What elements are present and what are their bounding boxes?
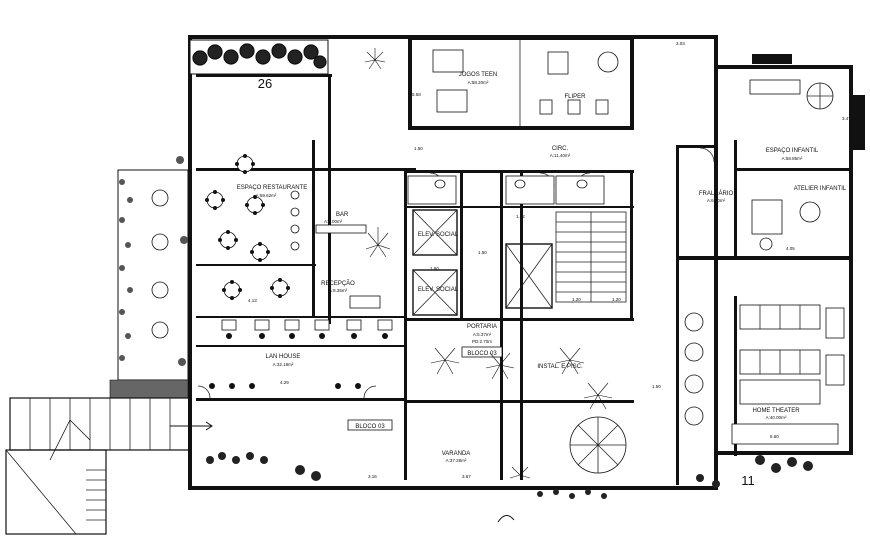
lan-house-label: LAN HOUSE	[266, 354, 301, 360]
espaco-infantil-area: A:58.85m²	[782, 156, 803, 161]
stairs	[555, 211, 627, 303]
interior-walls	[196, 74, 852, 485]
atelier-furniture	[751, 199, 821, 251]
elev-social-2-label: ELEV. SOCIAL	[418, 287, 459, 293]
circ-label: CIRC.	[552, 146, 569, 152]
jogos-teen-area: A:58.20m²	[468, 80, 489, 85]
patio-table	[569, 416, 627, 474]
portaria-pd: PD:2.70m	[472, 339, 492, 344]
bloco-03-tag-a	[461, 346, 503, 358]
bloco-03-b: BLOCO 03	[355, 424, 385, 430]
restaurant-tables	[205, 154, 300, 300]
dim-405: 4.05	[786, 246, 795, 251]
entrance-ramp	[5, 397, 213, 535]
home-theater-area: A:40.00m²	[766, 415, 787, 420]
lan-house-area: A:32.18m²	[273, 362, 294, 367]
bar-area: A:6.00m²	[324, 219, 343, 224]
restaurante-label: ESPAÇO RESTAURANTE	[237, 185, 307, 191]
fraldario-area: A:6.00m²	[707, 198, 726, 203]
dim-558: 5.58	[412, 92, 421, 97]
elevator-shafts	[412, 209, 553, 316]
recepcao-area: A:8.35m²	[329, 288, 348, 293]
dim-429: 4.29	[280, 380, 289, 385]
varanda-area: A:37.28m²	[446, 458, 467, 463]
hedge-bottom	[206, 452, 813, 499]
varanda-label: VARANDA	[442, 451, 471, 457]
fliper-label: FLIPER	[564, 94, 586, 100]
number-11: 11	[741, 473, 755, 488]
planter-top-left	[189, 39, 329, 75]
dim-150-a: 1.50	[414, 146, 423, 151]
elev-social-1-label: ELEV. SOCIAL	[418, 232, 459, 238]
bar-counter	[315, 224, 381, 309]
home-theater-label: HOME THEATER	[752, 408, 800, 414]
portaria-area: A:5.37m²	[473, 332, 492, 337]
dim-160: 1.60	[430, 266, 439, 271]
dim-347: 3.47	[842, 116, 851, 121]
jogos-teen-label: JOGOS TEEN	[459, 72, 498, 78]
fraldario-label: FRALDÁRIO	[699, 190, 734, 197]
restaurante-area: A:59.62m²	[256, 193, 277, 198]
dim-413: 4.13	[248, 298, 257, 303]
dim-132: 1.32	[516, 214, 525, 219]
recepcao-label: RECEPÇÃO	[321, 280, 355, 287]
instal-label: INSTAL. E PISC.	[537, 364, 583, 370]
jogos-teen-room	[408, 36, 634, 130]
bar-label: BAR	[336, 212, 349, 218]
dimensions: 3.03 3.47 4.05 1.50 1.50 1.50 1.60 1.20 …	[248, 41, 851, 479]
number-26: 26	[258, 76, 272, 91]
espaco-infantil-label: ESPAÇO INFANTIL	[766, 148, 819, 154]
dim-367: 3.67	[462, 474, 471, 479]
garden-plants	[364, 48, 613, 479]
bloco-03-tag-b	[347, 419, 393, 431]
dim-150-c: 1.50	[652, 384, 661, 389]
dim-150-b: 1.50	[478, 250, 487, 255]
home-theater-seating	[731, 304, 845, 445]
dim-120-a: 1.20	[572, 297, 581, 302]
restrooms	[407, 175, 605, 205]
circ-area: A:11.40m²	[550, 153, 571, 158]
dim-316: 3.16	[368, 474, 377, 479]
lan-house-desks	[209, 319, 393, 389]
left-terrace	[109, 156, 189, 399]
dim-120-b: 1.20	[612, 297, 621, 302]
right-shrubs	[684, 312, 704, 426]
espaco-infantil-room	[749, 54, 865, 150]
dim-660: 6.60	[770, 434, 779, 439]
north-arrow-icon	[497, 515, 515, 523]
dim-top: 3.03	[676, 41, 685, 46]
bloco-03-a: BLOCO 03	[467, 351, 497, 357]
portaria-label: PORTARIA	[467, 324, 497, 330]
atelier-label: ATELIER INFANTIL	[794, 186, 847, 192]
